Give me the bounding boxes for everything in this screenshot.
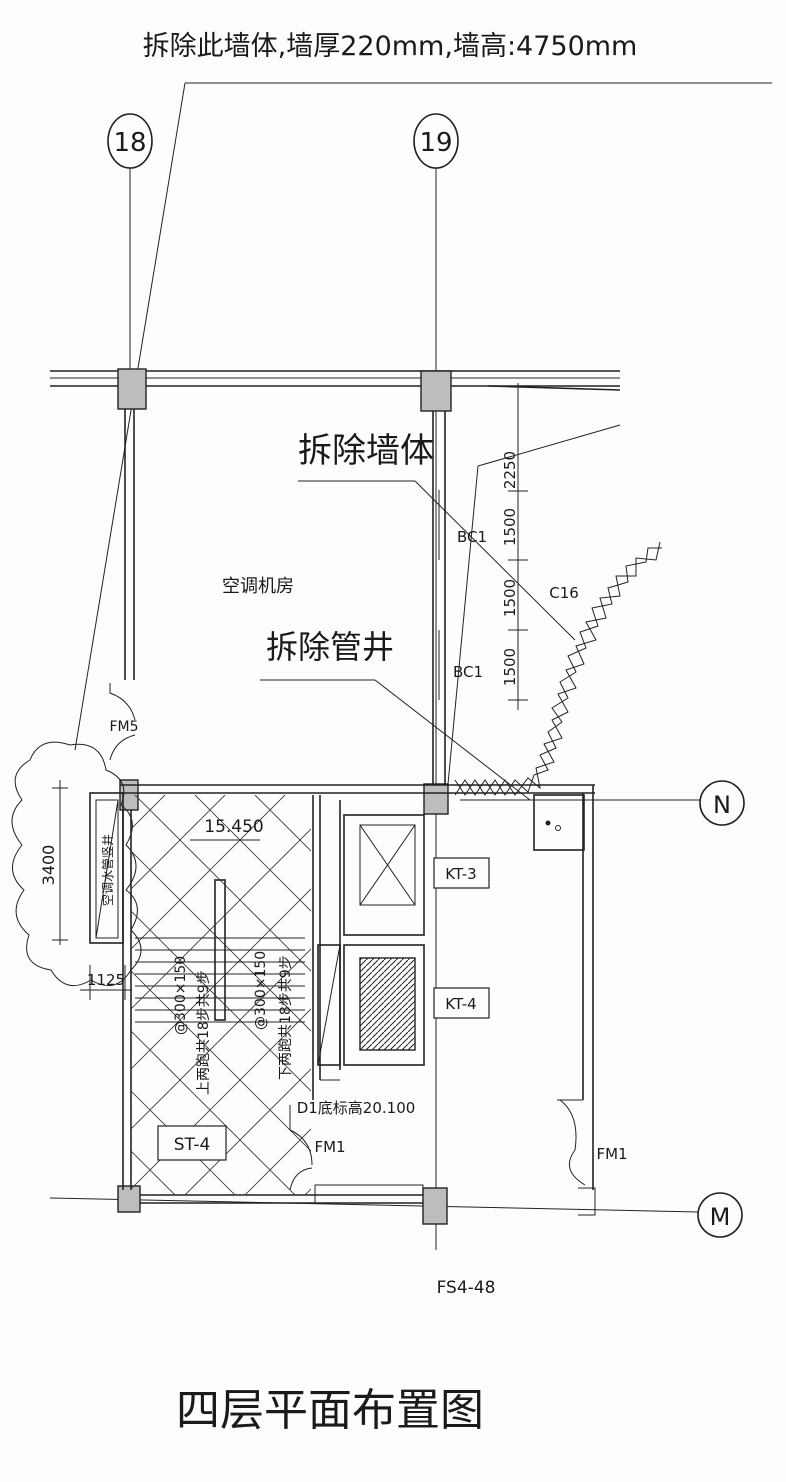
svg-text:18: 18 [113,128,146,158]
top-note: 拆除此墙体,墙厚220mm,墙高:4750mm [143,31,638,62]
axis-m-bubble: M [697,1192,743,1238]
dim-1500-a: 1500 [501,508,519,546]
stair-tag: ST-4 [157,1125,227,1161]
bc1-label-b: BC1 [453,663,483,681]
stair-treads [135,839,305,1023]
fm1-label-a: FM1 [314,1138,345,1156]
kt4-tag: KT-4 [433,987,490,1019]
svg-text:19: 19 [419,128,452,158]
elevation-label: 15.450 [204,817,263,837]
bottom-corridor-strip [314,1184,424,1204]
svg-text:1125: 1125 [87,971,125,989]
svg-text:KT-3: KT-3 [445,865,476,883]
fm1-door-b [557,1099,596,1216]
axis-19-bubble: 19 [413,113,459,169]
fm1-label-b: FM1 [596,1145,627,1163]
dim-3400-group: 3400 [39,780,68,945]
fm1-door-a [289,1105,313,1191]
kt3-tag: KT-3 [433,857,490,889]
svg-text:ST-4: ST-4 [174,1135,211,1155]
remove-shaft-label: 拆除管井 [266,628,394,666]
axis-18-bubble: 18 [107,113,153,169]
ac-water-shaft: 空调水管竖井 [89,792,124,944]
svg-text:@300×150: @300×150 [253,951,269,1030]
ac-room-label: 空调机房 [222,576,294,597]
column-19-top [420,370,452,412]
drawing-title: 四层平面布置图 [176,1385,484,1436]
fm5-label: FM5 [109,719,138,735]
column-19-m [422,1187,448,1225]
bc1-label-a: BC1 [457,528,487,546]
drawing-code: FS4-48 [437,1278,496,1298]
stair-note-right: @300×150 下两跑共18步共9步 [253,951,294,1080]
dim-1500-c: 1500 [501,648,519,686]
dim-1500-b: 1500 [501,579,519,617]
shaft-d1 [317,944,341,1081]
lift-kt4 [343,944,425,1066]
revision-cloud [11,741,142,987]
dim-1125-group: 1125 [80,965,132,1000]
top-note-leader-diag [74,82,186,751]
axis-n-bubble: N [699,780,745,826]
shaft-equipment-box [533,794,585,851]
svg-text:KT-4: KT-4 [445,995,476,1013]
svg-text:下两跑共18步共9步: 下两跑共18步共9步 [278,955,294,1080]
remove-wall-leader [414,480,576,641]
svg-text:上两跑共18步共9步: 上两跑共18步共9步 [196,970,212,1095]
remove-wall-label: 拆除墙体 [298,431,434,471]
column-18-top [117,368,147,410]
column-19-n [423,783,449,815]
svg-text:N: N [713,791,731,819]
svg-text:@300×150: @300×150 [173,956,189,1035]
dim-2250: 2250 [501,451,519,489]
lift-kt3 [343,814,425,936]
grid-line-m [49,1197,699,1213]
shaft-d1-label: D1底标高20.100 [297,1099,416,1117]
dimension-chain: 2250 1500 1500 1500 [501,383,528,710]
svg-text:M: M [710,1203,731,1231]
svg-text:3400: 3400 [39,845,58,886]
svg-text:空调水管竖井: 空调水管竖井 [100,834,115,906]
c16-label: C16 [549,584,579,602]
fm5-door-swing [109,683,136,721]
stair-note-left: @300×150 上两跑共18步共9步 [173,956,212,1095]
